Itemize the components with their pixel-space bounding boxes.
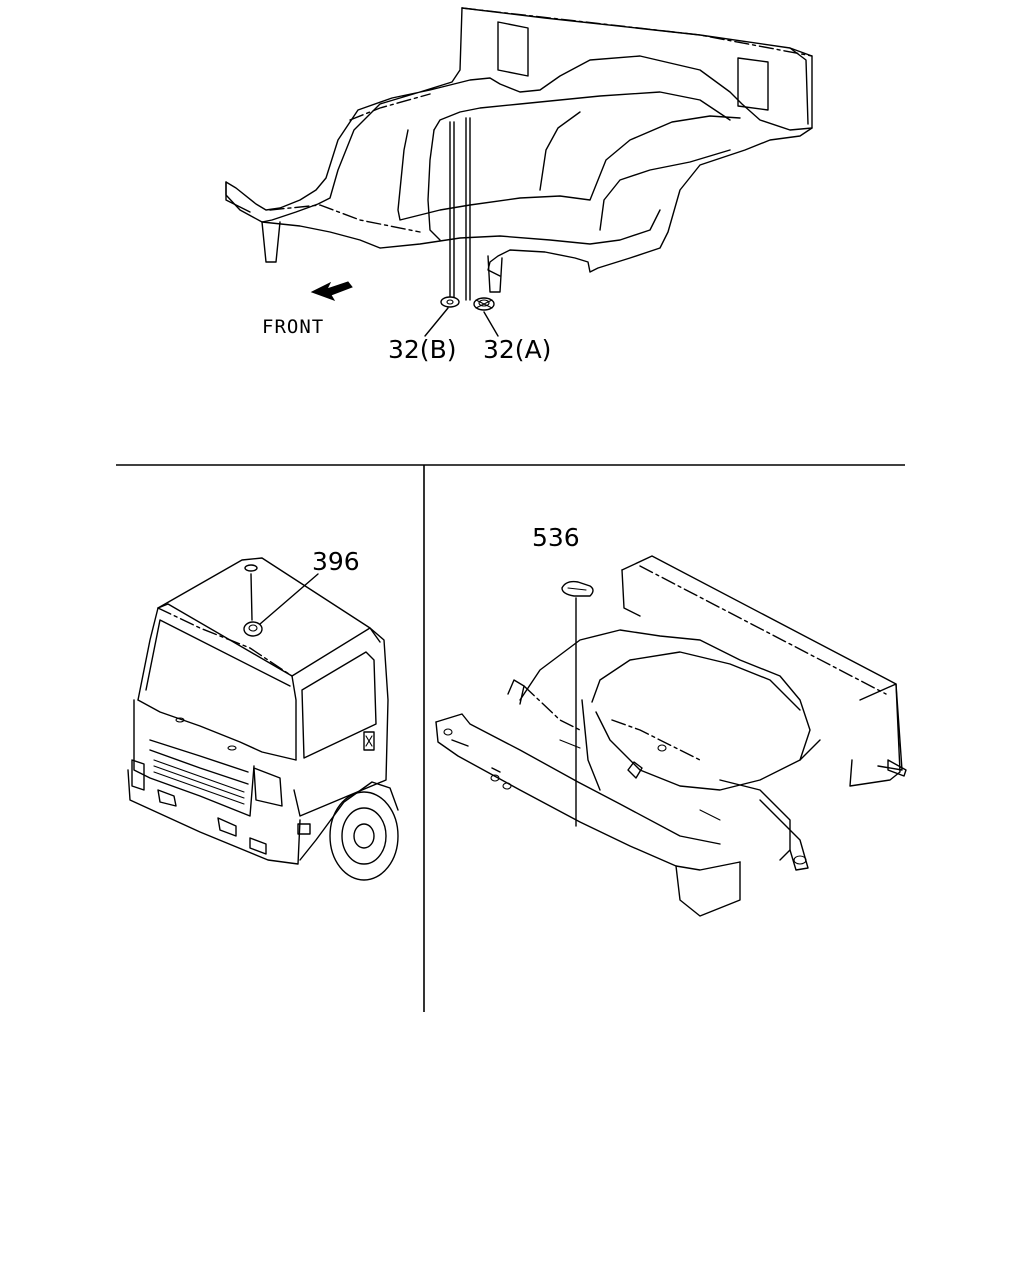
callout-32b: 32(B) [388,335,456,364]
part-396-grommet-icon [243,621,263,637]
floor-underside-view [435,555,907,917]
front-arrow-icon [310,281,353,301]
part-32a-nut-icon [473,297,495,311]
callout-536: 536 [532,523,580,552]
leader-32b [424,307,449,337]
callout-32a: 32(A) [483,335,551,364]
callout-396: 396 [312,547,360,576]
front-direction-label: FRONT [262,316,324,338]
truck-cab-view [127,557,399,881]
leader-32a [483,311,499,337]
floor-panel-view [225,7,813,301]
leader-396 [259,573,319,625]
part-32b-washer-icon [440,296,460,308]
part-536-plug-icon [561,580,594,597]
